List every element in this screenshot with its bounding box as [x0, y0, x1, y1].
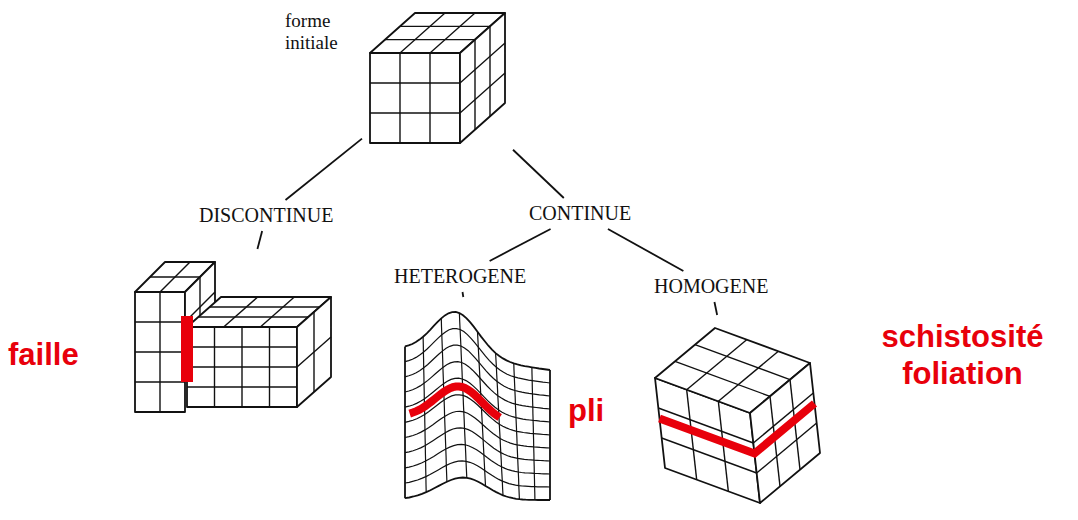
branch-label: HOMOGENE	[650, 274, 772, 299]
figure-label: schistosité foliation	[855, 318, 1070, 392]
tree-branch	[462, 292, 465, 297]
branch-label: DISCONTINUE	[195, 203, 337, 228]
figure-label: pli	[568, 392, 628, 429]
figure-label: forme initiale	[285, 10, 361, 54]
branch-label: HETEROGENE	[390, 264, 530, 289]
tree-branch	[608, 229, 683, 271]
sheared-cube: schistosité foliation	[650, 318, 825, 508]
fold-surface: pli	[393, 300, 568, 515]
fault-block: faille	[130, 252, 340, 417]
sheared-cube-drawing	[650, 318, 825, 508]
initial-cube: forme initiale	[365, 8, 510, 148]
branch-text: CONTINUE	[529, 202, 631, 225]
branch-text: HOMOGENE	[654, 275, 768, 298]
branch-text: HETEROGENE	[394, 265, 526, 288]
fold-surface-drawing	[393, 300, 568, 515]
tree-branch	[513, 150, 564, 198]
figure-label: faille	[8, 336, 118, 373]
initial-cube-drawing	[365, 8, 510, 148]
tree-branch	[490, 229, 551, 261]
tree-branch	[714, 302, 717, 315]
branch-label: CONTINUE	[525, 201, 635, 226]
tree-branch	[257, 231, 262, 249]
branch-text: DISCONTINUE	[199, 204, 333, 227]
tree-branch	[286, 139, 362, 200]
fault-block-drawing	[130, 252, 340, 417]
